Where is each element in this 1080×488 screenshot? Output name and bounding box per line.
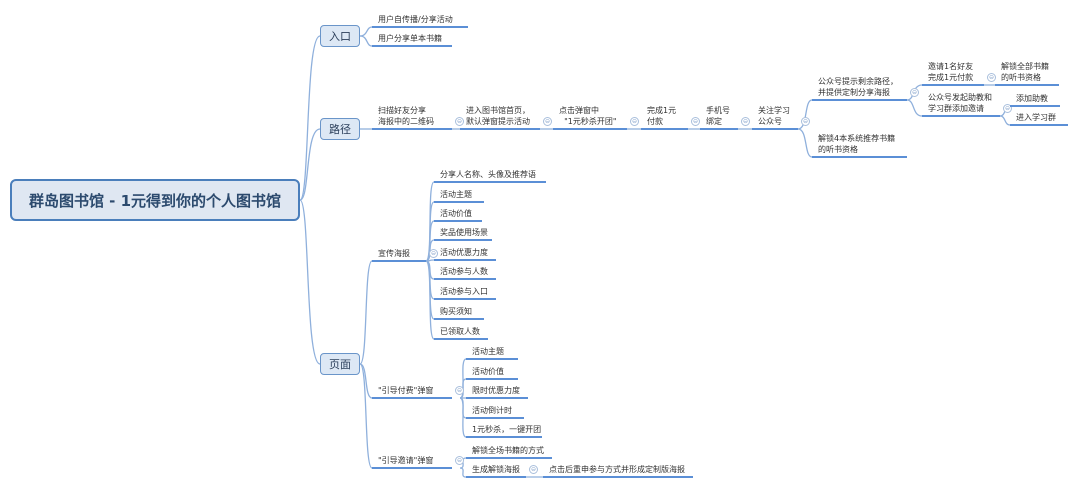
invite-popup-detail[interactable]: 点击后重申参与方式并形成定制版海报 [543,464,693,478]
invite-popup-item[interactable]: 解锁全场书籍的方式 [466,445,552,459]
poster-item[interactable]: 购买须知 [434,306,484,320]
path-invite[interactable]: 邀请1名好友 完成1元付款 [922,61,984,86]
path-step[interactable]: 扫描好友分享 海报中的二维码 [372,105,452,130]
node-text: 宣传海报 [378,249,410,258]
pay-popup-item[interactable]: 1元秒杀，一键开团 [466,424,542,438]
poster-node[interactable]: 宣传海报 [372,248,426,262]
pay-popup-item[interactable]: 活动价值 [466,366,518,380]
node-text: 邀请1名好友 完成1元付款 [928,62,974,82]
node-text: 添加助教 [1016,94,1048,103]
pay-popup-item[interactable]: 活动倒计时 [466,405,524,419]
invite-popup-item[interactable]: 生成解锁海报 [466,464,526,478]
pay-popup-item[interactable]: 限时优惠力度 [466,385,528,399]
connector [425,260,435,340]
node-text: 公众号发起助教和 学习群添加邀请 [928,93,992,113]
node-text: 活动参与人数 [440,267,488,276]
path-step[interactable]: 完成1元 付款 [641,105,688,130]
root-node[interactable]: 群岛图书馆 - 1元得到你的个人图书馆 [10,179,300,221]
node-text: 生成解锁海报 [472,465,520,474]
node-text: 分享人名称、头像及推荐语 [440,170,536,179]
node-text: 扫描好友分享 海报中的二维码 [378,106,434,126]
collapse-icon[interactable]: ⊖ [910,88,919,97]
collapse-icon[interactable]: ⊖ [691,117,700,126]
collapse-icon[interactable]: ⊖ [455,456,464,465]
path-add-ta[interactable]: 添加助教 [1010,93,1060,107]
path-assist[interactable]: 公众号发起助教和 学习群添加邀请 [922,92,1000,117]
collapse-icon[interactable]: ⊖ [455,117,464,126]
node-text: 购买须知 [440,307,472,316]
node-text: 手机号 绑定 [706,106,730,126]
invite-popup-node[interactable]: "引导邀请"弹窗 [372,455,452,469]
poster-item[interactable]: 已领取人数 [434,326,488,340]
collapse-icon[interactable]: ⊖ [429,249,438,258]
node-text: 公众号提示剩余路径， 并提供定制分享海报 [818,77,898,97]
path-branch[interactable]: 公众号提示剩余路径， 并提供定制分享海报 [812,76,907,101]
collapse-icon[interactable]: ⊖ [455,386,464,395]
node-text: 进入学习群 [1016,113,1056,122]
poster-item[interactable]: 活动价值 [434,208,482,222]
pay-popup-item[interactable]: 活动主题 [466,346,518,360]
poster-item[interactable]: 活动参与入口 [434,286,496,300]
node-text: 用户自传播/分享活动 [378,15,453,24]
entry-item[interactable]: 用户自传播/分享活动 [372,14,468,28]
node-text: 解锁4本系统推荐书籍 的听书资格 [818,134,896,154]
node-text: 活动倒计时 [472,406,512,415]
node-text: 点击弹窗中 "1元秒杀开团" [559,106,617,126]
collapse-icon[interactable]: ⊖ [543,117,552,126]
connector [459,397,467,438]
path-join-group[interactable]: 进入学习群 [1010,112,1068,126]
node-text: 点击后重申参与方式并形成定制版海报 [549,465,685,474]
node-path[interactable]: 路径 [320,118,360,140]
node-page[interactable]: 页面 [320,353,360,375]
node-text: 解锁全场书籍的方式 [472,446,544,455]
poster-item[interactable]: 分享人名称、头像及推荐语 [434,169,546,183]
collapse-icon[interactable]: ⊖ [1003,104,1012,113]
pay-popup-node[interactable]: "引导付费"弹窗 [372,385,452,399]
node-text: 已领取人数 [440,327,480,336]
path-step[interactable]: 点击弹窗中 "1元秒杀开团" [553,105,627,130]
entry-item[interactable]: 用户分享单本书籍 [372,33,452,47]
collapse-icon[interactable]: ⊖ [741,117,750,126]
node-text: 解锁全部书籍 的听书资格 [1001,62,1049,82]
path-unlock-all[interactable]: 解锁全部书籍 的听书资格 [995,61,1059,86]
node-entry[interactable]: 入口 [320,25,360,47]
node-text: "引导邀请"弹窗 [378,456,434,465]
collapse-icon[interactable]: ⊖ [801,117,810,126]
node-text: 活动优惠力度 [440,248,488,257]
poster-item[interactable]: 活动主题 [434,189,484,203]
connector [459,467,467,478]
node-text: 奖品使用场景 [440,228,488,237]
node-text: 完成1元 付款 [647,106,677,126]
node-text: 活动主题 [472,347,504,356]
path-step[interactable]: 进入图书馆首页， 默认弹窗提示活动 [460,105,540,130]
poster-item[interactable]: 奖品使用场景 [434,227,492,241]
node-text: 活动主题 [440,190,472,199]
node-text: 活动价值 [440,209,472,218]
node-text: 1元秒杀，一键开团 [472,425,542,434]
poster-item[interactable]: 活动优惠力度 [434,247,496,261]
collapse-icon[interactable]: ⊖ [987,73,996,82]
node-text: 活动价值 [472,367,504,376]
path-step[interactable]: 手机号 绑定 [700,105,738,130]
collapse-icon[interactable]: ⊖ [630,117,639,126]
node-text: 限时优惠力度 [472,386,520,395]
node-text: "引导付费"弹窗 [378,386,434,395]
poster-item[interactable]: 活动参与人数 [434,266,496,280]
path-branch[interactable]: 解锁4本系统推荐书籍 的听书资格 [812,133,907,158]
node-text: 用户分享单本书籍 [378,34,442,43]
path-step[interactable]: 关注学习 公众号 [752,105,798,130]
collapse-icon[interactable]: ⊖ [529,465,538,474]
node-text: 进入图书馆首页， 默认弹窗提示活动 [466,106,530,126]
node-text: 关注学习 公众号 [758,106,790,126]
node-text: 活动参与入口 [440,287,488,296]
